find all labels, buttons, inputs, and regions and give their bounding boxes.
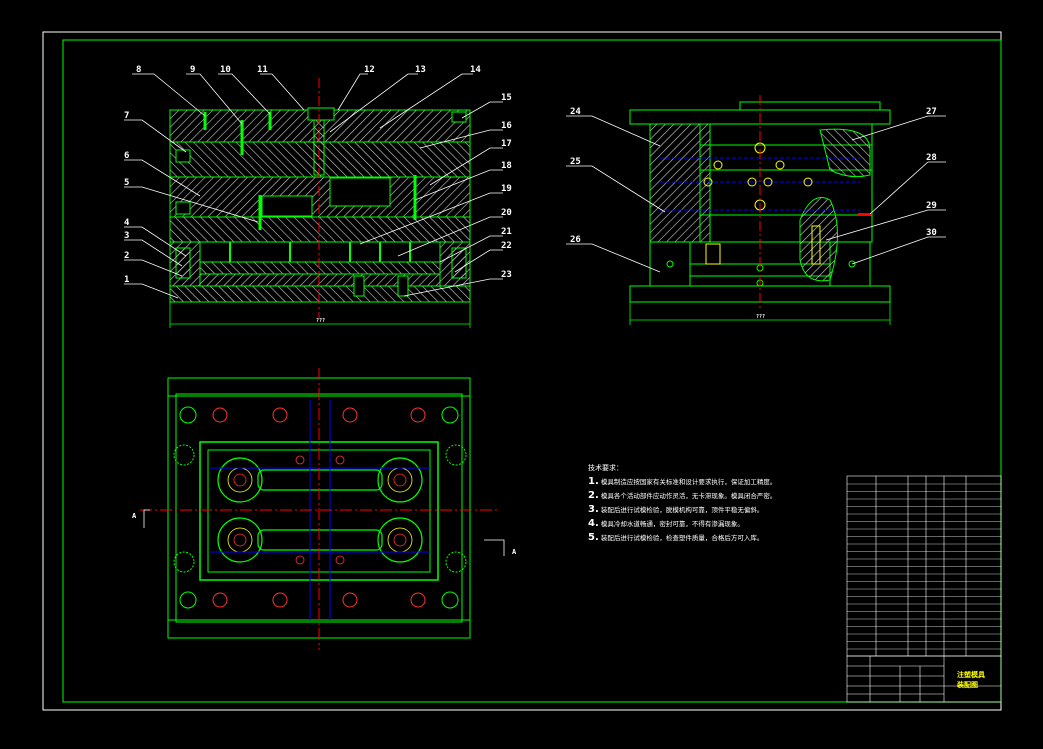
parts-list-rows bbox=[847, 483, 1001, 650]
tech-item-number: 2. bbox=[588, 490, 599, 501]
part-number: 22 bbox=[501, 241, 512, 251]
part-number: 15 bbox=[501, 93, 512, 103]
part-number: 2 bbox=[124, 251, 129, 261]
technical-requirements: 技术要求： 1. 模具制造应按国家有关标准和设计要求执行，保证加工精度。 2. … bbox=[588, 462, 828, 545]
part-number: 24 bbox=[570, 107, 581, 117]
part-number: 12 bbox=[364, 65, 375, 75]
tech-item: 3. 装配后进行试模检验，脱模机构可靠，顶件平稳无偏斜。 bbox=[588, 503, 828, 517]
tech-item: 4. 模具冷却水道畅通，密封可靠，不得有渗漏现象。 bbox=[588, 517, 828, 531]
part-number: 19 bbox=[501, 184, 512, 194]
part-number: 8 bbox=[136, 65, 141, 75]
part-number: 6 bbox=[124, 151, 129, 161]
tech-item-number: 1. bbox=[588, 476, 599, 487]
section-dimension: ??? bbox=[316, 318, 325, 324]
part-number: 11 bbox=[257, 65, 268, 75]
part-number: 20 bbox=[501, 208, 512, 218]
section-view: ??? bbox=[169, 78, 471, 328]
section-marker: A bbox=[132, 512, 137, 520]
inner-frame bbox=[62, 39, 1002, 703]
part-number: 9 bbox=[190, 65, 195, 75]
side-part-numbers: 24 25 26 27 28 29 30 bbox=[570, 107, 937, 245]
part-number: 17 bbox=[501, 139, 512, 149]
part-number: 14 bbox=[470, 65, 481, 75]
part-number: 27 bbox=[926, 107, 937, 117]
tech-item-text: 模具冷却水道畅通，密封可靠，不得有渗漏现象。 bbox=[600, 520, 744, 528]
tech-item-number: 4. bbox=[588, 518, 599, 529]
part-number: 10 bbox=[220, 65, 231, 75]
part-number: 25 bbox=[570, 157, 581, 167]
part-number: 26 bbox=[570, 235, 581, 245]
tech-item-number: 3. bbox=[588, 504, 599, 515]
side-dimension: ??? bbox=[756, 314, 765, 320]
section-leaders bbox=[124, 73, 503, 299]
side-view: ??? bbox=[629, 95, 891, 325]
tech-item-text: 模具制造应按国家有关标准和设计要求执行，保证加工精度。 bbox=[600, 478, 777, 486]
title-block-drawing-name: 装配图 bbox=[956, 680, 978, 689]
part-number: 28 bbox=[926, 153, 937, 163]
part-number: 3 bbox=[124, 231, 129, 241]
part-number: 30 bbox=[926, 228, 937, 238]
title-block-project: 注塑模具 bbox=[957, 670, 985, 679]
part-number: 18 bbox=[501, 161, 512, 171]
parts-list bbox=[846, 475, 1002, 657]
tech-item-number: 5. bbox=[588, 532, 599, 543]
section-part-numbers: 8 9 10 11 12 13 14 15 16 17 18 19 20 21 … bbox=[124, 65, 512, 285]
section-marker: A bbox=[512, 548, 517, 556]
tech-item-text: 装配后进行试模检验，脱模机构可靠，顶件平稳无偏斜。 bbox=[600, 506, 764, 514]
tech-item: 2. 模具各个活动部件应动作灵活，无卡滞现象。模具闭合严密。 bbox=[588, 489, 828, 503]
title-block bbox=[846, 655, 1002, 703]
part-number: 1 bbox=[124, 275, 129, 285]
part-number: 21 bbox=[501, 227, 512, 237]
part-number: 23 bbox=[501, 270, 512, 280]
part-number: 16 bbox=[501, 121, 512, 131]
tech-item: 1. 模具制造应按国家有关标准和设计要求执行，保证加工精度。 bbox=[588, 475, 828, 489]
plan-view: A A bbox=[132, 368, 517, 650]
part-number: 13 bbox=[415, 65, 426, 75]
part-number: 7 bbox=[124, 111, 129, 121]
part-number: 29 bbox=[926, 201, 937, 211]
tech-heading: 技术要求： bbox=[588, 464, 623, 472]
part-number: 4 bbox=[124, 218, 130, 228]
tech-item-text: 模具各个活动部件应动作灵活，无卡滞现象。模具闭合严密。 bbox=[600, 492, 777, 500]
tech-item: 5. 装配后进行试模检验，检查塑件质量，合格后方可入库。 bbox=[588, 531, 828, 545]
side-leaders bbox=[566, 115, 946, 273]
tech-item-text: 装配后进行试模检验，检查塑件质量，合格后方可入库。 bbox=[600, 534, 764, 542]
part-number: 5 bbox=[124, 178, 129, 188]
